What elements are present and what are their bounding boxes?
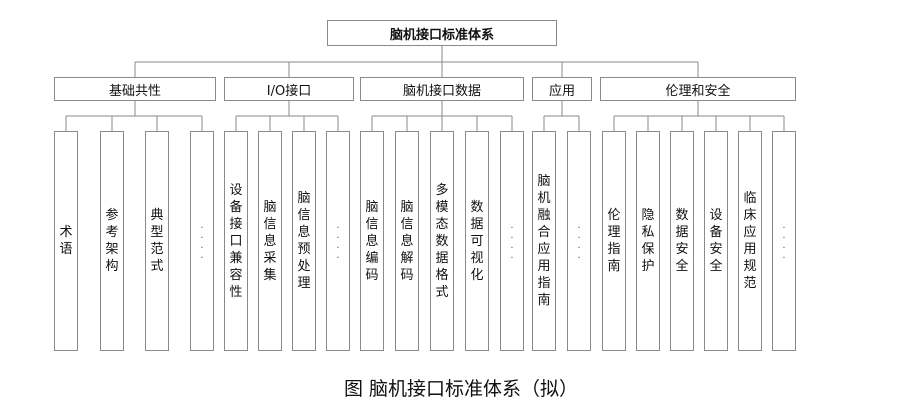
leaf-device-security: 设备安全 bbox=[704, 131, 728, 351]
leaf-more: .... bbox=[567, 131, 591, 351]
leaf-data-visualization: 数据可视化 bbox=[465, 131, 489, 351]
ellipsis-label: .... bbox=[510, 220, 514, 261]
category-application: 应用 bbox=[532, 77, 592, 101]
leaf-label: 典型范式 bbox=[150, 208, 164, 274]
leaf-label: 数据安全 bbox=[675, 208, 689, 274]
category-label: 基础共性 bbox=[108, 83, 161, 99]
leaf-clinical-application-spec: 临床应用规范 bbox=[738, 131, 762, 351]
leaf-label: 设备安全 bbox=[709, 208, 723, 274]
leaf-multimodal-data-format: 多模态数据格式 bbox=[430, 131, 454, 351]
category-label: 脑机接口数据 bbox=[402, 83, 481, 99]
category-label: 伦理和安全 bbox=[665, 83, 731, 99]
leaf-data-security: 数据安全 bbox=[670, 131, 694, 351]
leaf-ethics-guide: 伦理指南 bbox=[602, 131, 626, 351]
root-node: 脑机接口标准体系 bbox=[327, 20, 557, 46]
leaf-brain-info-encoding: 脑信息编码 bbox=[360, 131, 384, 351]
category-bci-data: 脑机接口数据 bbox=[360, 77, 524, 101]
category-io-interface: I/O接口 bbox=[224, 77, 354, 101]
leaf-label: 多模态数据格式 bbox=[435, 182, 449, 300]
leaf-label: 伦理指南 bbox=[607, 208, 621, 274]
figure-caption: 图 脑机接口标准体系（拟） bbox=[343, 378, 579, 400]
leaf-label: 脑信息预处理 bbox=[297, 191, 311, 291]
root-label: 脑机接口标准体系 bbox=[389, 27, 494, 43]
leaf-more: .... bbox=[772, 131, 796, 351]
leaf-device-interface-compatibility: 设备接口兼容性 bbox=[224, 131, 248, 351]
leaf-label: 临床应用规范 bbox=[743, 191, 757, 291]
leaf-terminology: 术语 bbox=[54, 131, 78, 351]
leaf-brain-info-decoding: 脑信息解码 bbox=[395, 131, 419, 351]
category-label: I/O接口 bbox=[266, 83, 312, 99]
leaf-label: 脑信息解码 bbox=[400, 199, 414, 283]
leaf-privacy-protection: 隐私保护 bbox=[636, 131, 660, 351]
category-ethics-security: 伦理和安全 bbox=[600, 77, 796, 101]
leaf-label: 参考架构 bbox=[105, 208, 119, 274]
ellipsis-label: .... bbox=[782, 220, 786, 261]
leaf-more: .... bbox=[190, 131, 214, 351]
leaf-label: 数据可视化 bbox=[470, 199, 484, 283]
category-label: 应用 bbox=[548, 83, 575, 99]
ellipsis-label: .... bbox=[336, 220, 340, 261]
leaf-typical-paradigm: 典型范式 bbox=[145, 131, 169, 351]
leaf-brain-machine-fusion-guide: 脑机融合应用指南 bbox=[532, 131, 556, 351]
leaf-label: 脑信息采集 bbox=[263, 199, 277, 283]
leaf-brain-info-acquisition: 脑信息采集 bbox=[258, 131, 282, 351]
leaf-more: .... bbox=[500, 131, 524, 351]
leaf-label: 隐私保护 bbox=[641, 208, 655, 274]
ellipsis-label: .... bbox=[200, 220, 204, 261]
leaf-label: 脑机融合应用指南 bbox=[537, 174, 551, 308]
ellipsis-label: .... bbox=[577, 220, 581, 261]
leaf-reference-architecture: 参考架构 bbox=[100, 131, 124, 351]
leaf-brain-info-preprocessing: 脑信息预处理 bbox=[292, 131, 316, 351]
leaf-label: 术语 bbox=[59, 225, 73, 257]
leaf-label: 脑信息编码 bbox=[365, 199, 379, 283]
category-foundation: 基础共性 bbox=[54, 77, 216, 101]
leaf-label: 设备接口兼容性 bbox=[229, 182, 243, 300]
leaf-more: .... bbox=[326, 131, 350, 351]
